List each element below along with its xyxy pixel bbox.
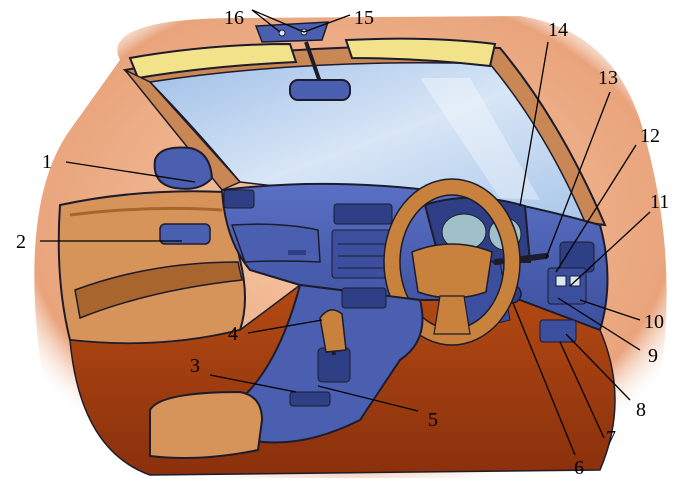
leader-line-6: [512, 302, 576, 456]
steering-wheel-spoke: [433, 295, 471, 335]
gear-shift-knob: [319, 309, 347, 353]
leader-line-3: [209, 374, 297, 393]
callout-2: 2: [16, 231, 26, 253]
callout-11: 11: [650, 191, 669, 213]
center-vents: [333, 203, 393, 225]
sun-visor-left: [128, 42, 298, 80]
callout-1: 1: [42, 151, 52, 173]
leader-line-10: [579, 299, 641, 321]
callout-10: 10: [644, 311, 664, 333]
steering-wheel-hub: [411, 243, 493, 299]
steering-wheel-rim: [384, 179, 520, 345]
callout-12: 12: [640, 125, 660, 147]
callout-6: 6: [574, 457, 584, 479]
fuse-box-cover: [539, 319, 577, 343]
leader-line-14: [519, 41, 549, 207]
center-armrest: [149, 390, 264, 459]
mirror-stem: [304, 41, 322, 83]
leader-line-9: [557, 297, 641, 351]
leader-line-11: [569, 211, 651, 287]
door-armrest: [74, 261, 243, 320]
callout-13: 13: [598, 67, 618, 89]
leader-line-5: [317, 385, 419, 412]
mirror-switch: [555, 275, 567, 287]
callout-5: 5: [428, 409, 438, 431]
sun-visor-right: [344, 37, 497, 68]
callout-3: 3: [190, 355, 200, 377]
glovebox: [230, 223, 321, 263]
rear-view-mirror: [289, 79, 351, 101]
leader-lines: [40, 9, 651, 456]
leader-line-12: [555, 144, 637, 273]
glovebox-latch: [288, 250, 306, 255]
callout-16: 16: [224, 7, 244, 29]
windshield: [148, 62, 587, 223]
leader-line-13: [545, 91, 611, 259]
callout-15: 15: [354, 7, 374, 29]
callout-8: 8: [636, 399, 646, 421]
windshield-glare: [420, 78, 540, 200]
callout-9: 9: [648, 345, 658, 367]
leader-line-15: [303, 14, 351, 33]
callout-7: 7: [606, 427, 616, 449]
leader-line-4: [247, 319, 323, 334]
console-storage: [341, 287, 387, 309]
callout-14: 14: [548, 19, 568, 41]
door-handle: [159, 223, 211, 245]
door-trim: [69, 206, 223, 217]
steering-wheel-outline: [383, 178, 521, 346]
leader-line-16a: [251, 9, 281, 33]
overhead-console: [254, 21, 330, 43]
side-mirror: [153, 146, 214, 190]
leader-line-1: [65, 161, 196, 183]
map-light-icon: [278, 29, 286, 37]
leader-line-8: [565, 333, 631, 401]
leader-line-16b: [251, 9, 305, 33]
callout-labels: 1 2 3 4 5 6 7 8 9 10 11 12 13 14 15 16: [16, 7, 669, 479]
leader-line-7: [559, 341, 605, 439]
parking-brake-area: [289, 391, 331, 407]
callout-4: 4: [228, 323, 238, 345]
left-vent: [223, 189, 255, 209]
